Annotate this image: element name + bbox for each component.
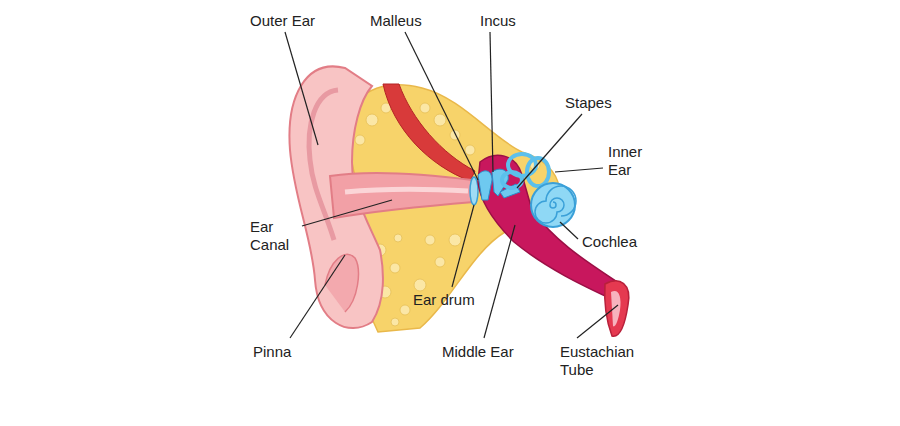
part-label: Malleus [370, 12, 422, 30]
leader-line [560, 222, 578, 239]
leader-line [490, 32, 493, 172]
leader-line [517, 114, 582, 188]
leader-line [285, 32, 318, 145]
part-label: Incus [480, 12, 516, 30]
part-label: Eustachian Tube [560, 343, 655, 379]
eardrum-shape [470, 177, 478, 205]
part-label: Inner Ear [608, 143, 652, 179]
leader-line [452, 205, 474, 287]
eustachian-inner [611, 291, 621, 326]
ear-lobe [325, 254, 358, 312]
leader-line [577, 305, 618, 338]
part-label: Cochlea [582, 233, 637, 251]
malleus-bone [478, 171, 492, 200]
cochlea-spiral [535, 186, 576, 223]
cochlea-shape [531, 183, 575, 227]
ear-canal-light [345, 189, 468, 192]
leader-line [302, 200, 392, 226]
leader-line [484, 225, 515, 338]
leader-line [555, 168, 603, 172]
part-label: Middle Ear [442, 343, 514, 361]
part-label: Outer Ear [250, 12, 315, 30]
leader-lines [285, 32, 618, 338]
muscle [383, 84, 475, 181]
part-label: Ear Canal [250, 218, 300, 254]
part-label: Ear drum [413, 291, 475, 309]
part-label: Pinna [253, 343, 291, 361]
leader-line [290, 255, 345, 338]
part-label: Stapes [565, 94, 612, 112]
eustachian-opening [605, 281, 629, 336]
leader-line [405, 32, 478, 180]
